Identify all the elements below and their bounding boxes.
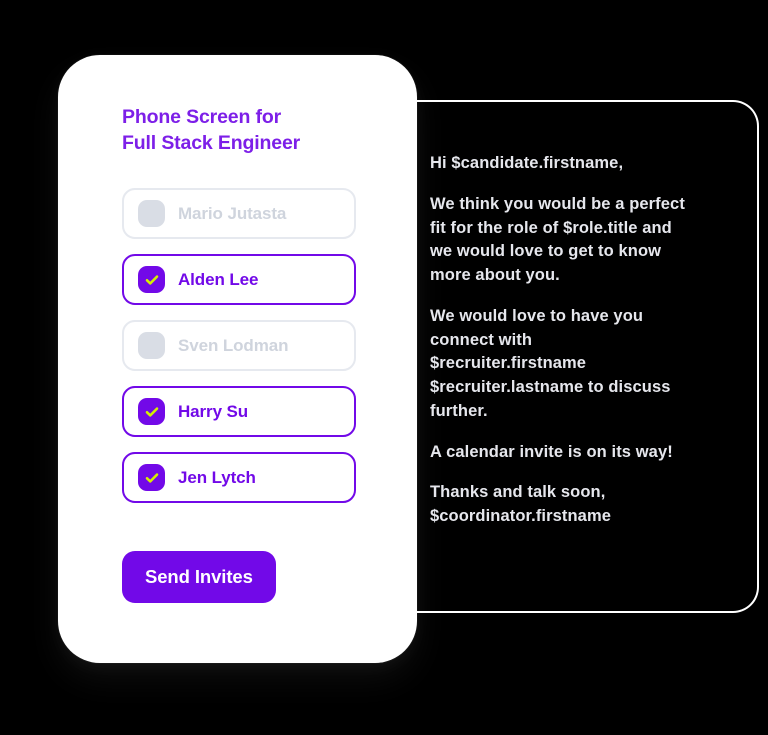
message-paragraph: We think you would be a perfect fit for t… [430,193,743,288]
message-paragraph: A calendar invite is on its way! [430,441,743,465]
checkbox-checked-icon[interactable] [138,266,165,294]
checkbox-empty-icon[interactable] [138,200,165,228]
message-line: more about you. [430,266,560,284]
message-line: we would love to get to know [430,242,662,261]
message-line: $coordinator.firstname [430,507,611,525]
candidate-name: Harry Su [178,401,249,421]
page-title-line-1: Phone Screen for [122,106,282,128]
checkbox-checked-icon[interactable] [138,464,165,492]
candidate-name: Sven Lodman [178,335,289,355]
message-preview-panel: Hi $candidate.firstname, We think you wou… [405,100,759,613]
candidate-row[interactable]: Harry Su [122,386,356,438]
message-line: We think you would be a perfect [430,194,685,213]
message-line: We would love to have you [430,306,644,325]
phone-screen-card: Phone Screen for Full Stack Engineer Mar… [58,55,417,663]
candidate-row[interactable]: Sven Lodman [122,320,356,372]
message-line: $recruiter.firstname [430,354,587,373]
message-line: fit for the role of $role.title and [430,218,672,237]
send-invites-button[interactable]: Send Invites [122,551,276,604]
candidate-row[interactable]: Alden Lee [122,254,356,306]
checkbox-checked-icon[interactable] [138,398,165,426]
message-paragraph: We would love to have you connect with $re… [430,305,743,424]
card-content: Phone Screen for Full Stack Engineer Mar… [122,105,360,604]
candidate-row[interactable]: Mario Jutasta [122,188,356,240]
message-paragraph: Hi $candidate.firstname, [430,152,743,176]
message-paragraph: Thanks and talk soon, $coordinator.firstn… [430,481,743,529]
message-line: Hi $candidate.firstname, [430,154,624,172]
candidate-name: Alden Lee [178,269,259,289]
candidate-name: Jen Lytch [178,467,256,487]
candidate-name: Mario Jutasta [178,203,287,223]
message-line: connect with [430,330,533,349]
page-title-line-2: Full Stack Engineer [122,131,301,154]
message-line: further. [430,401,488,420]
message-line: A calendar invite is on its way! [430,442,673,461]
checkbox-empty-icon[interactable] [138,332,165,360]
candidate-row[interactable]: Jen Lytch [122,452,356,504]
page-title: Phone Screen for Full Stack Engineer [122,105,360,156]
message-line: $recruiter.lastname to discuss [430,378,671,396]
message-line: Thanks and talk soon, [430,483,606,502]
message-body: Hi $candidate.firstname, We think you wou… [430,152,743,529]
